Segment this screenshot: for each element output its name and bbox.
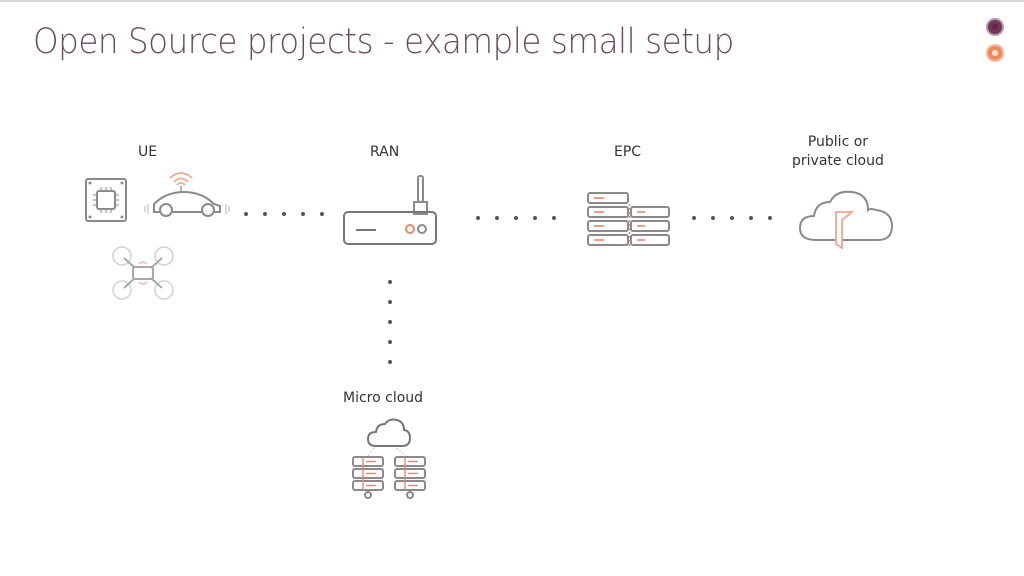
server-stack-icon <box>352 448 426 499</box>
top-border <box>0 0 1024 2</box>
micro-cloud-icon <box>366 418 412 447</box>
cloud-icon <box>798 190 894 250</box>
connected-car-icon <box>144 172 230 217</box>
chip-board-icon <box>85 178 127 222</box>
cloud-label: Public or private cloud <box>792 133 884 171</box>
drone-icon <box>112 246 174 300</box>
slide-title: Open Source projects - example small set… <box>33 22 734 62</box>
router-icon <box>343 175 437 245</box>
ran-label: RAN <box>370 144 400 160</box>
cloud-label-line1: Public or <box>807 134 869 150</box>
epc-label: EPC <box>614 144 642 160</box>
micro-cloud-label: Micro cloud <box>343 390 424 406</box>
server-rack-icon <box>587 192 670 248</box>
brand-dot-purple-icon <box>988 20 1002 34</box>
cloud-label-line2: private cloud <box>792 153 884 169</box>
brand-dot-orange-icon <box>988 46 1002 60</box>
ue-label: UE <box>138 144 158 160</box>
